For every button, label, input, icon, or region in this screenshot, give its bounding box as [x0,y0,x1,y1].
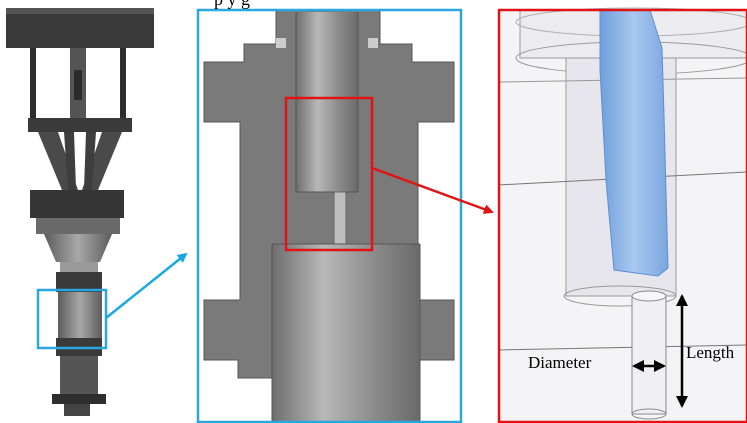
diameter-label: Diameter [528,353,592,372]
zoom-box-overview [36,288,108,350]
mid-plate [28,118,132,132]
lower-bore [272,244,420,422]
specimen-head [599,9,669,277]
specimen-section [333,191,347,245]
grip-cross-section [196,8,463,423]
zoom-arrow-2 [371,166,494,214]
specimen-detail [497,7,747,423]
upper-grip [56,272,102,292]
zoom-frame-2 [497,8,747,423]
caption-fragment: p y g [214,0,250,10]
zoom-arrow-1 [105,252,188,319]
top-crosshead [6,8,154,48]
zoom-box-section [284,96,374,252]
upper-bore [296,12,358,192]
specimen-gauge [631,295,667,415]
length-label: Length [686,343,735,362]
zoom-frame-1 [196,8,463,423]
test-fixture-overview [6,8,154,416]
